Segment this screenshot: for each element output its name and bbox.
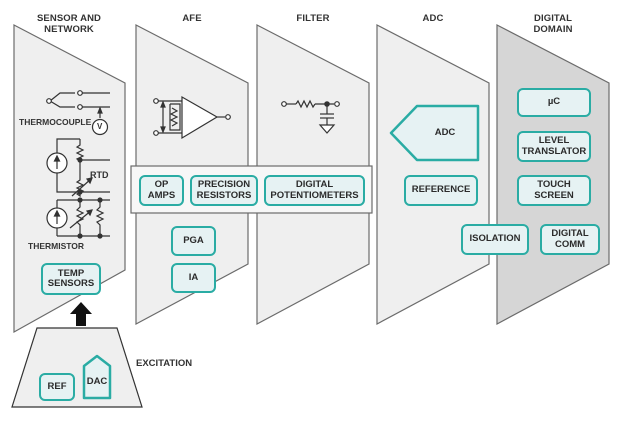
excitation-panel xyxy=(11,327,143,408)
rc-filter-icon xyxy=(281,99,340,134)
ia-box[interactable]: IA xyxy=(171,263,216,293)
voltmeter-label: V xyxy=(97,122,103,131)
dac-block-label[interactable]: DAC xyxy=(86,376,108,387)
adc-block-label[interactable]: ADC xyxy=(434,127,456,138)
dac-block-shape xyxy=(82,354,112,400)
title-digital-domain: DIGITAL DOMAIN xyxy=(533,13,573,35)
title-adc: ADC xyxy=(422,13,444,24)
microcontroller-box[interactable]: µC xyxy=(517,88,591,117)
isolation-box[interactable]: ISOLATION xyxy=(461,224,529,255)
instrumentation-amplifier-icon xyxy=(153,95,231,140)
thermistor-circuit-icon xyxy=(46,197,110,239)
rtd-label: RTD xyxy=(90,170,109,180)
title-filter: FILTER xyxy=(296,13,330,24)
reference-box[interactable]: REFERENCE xyxy=(404,175,478,206)
rtd-circuit-icon xyxy=(46,138,110,198)
adc-block-shape xyxy=(389,104,480,162)
excitation-arrow-icon xyxy=(70,302,92,326)
ref-box[interactable]: REF xyxy=(39,373,75,401)
thermocouple-label: THERMOCOUPLE xyxy=(19,117,92,127)
thermistor-label: THERMISTOR xyxy=(28,241,85,251)
title-afe: AFE xyxy=(182,13,202,24)
pga-box[interactable]: PGA xyxy=(171,226,216,256)
excitation-label: EXCITATION xyxy=(136,358,193,369)
sensor-panel xyxy=(13,24,126,334)
thermocouple-symbol-icon xyxy=(46,90,110,136)
title-sensor-and-network: SENSOR AND NETWORK xyxy=(37,13,101,35)
